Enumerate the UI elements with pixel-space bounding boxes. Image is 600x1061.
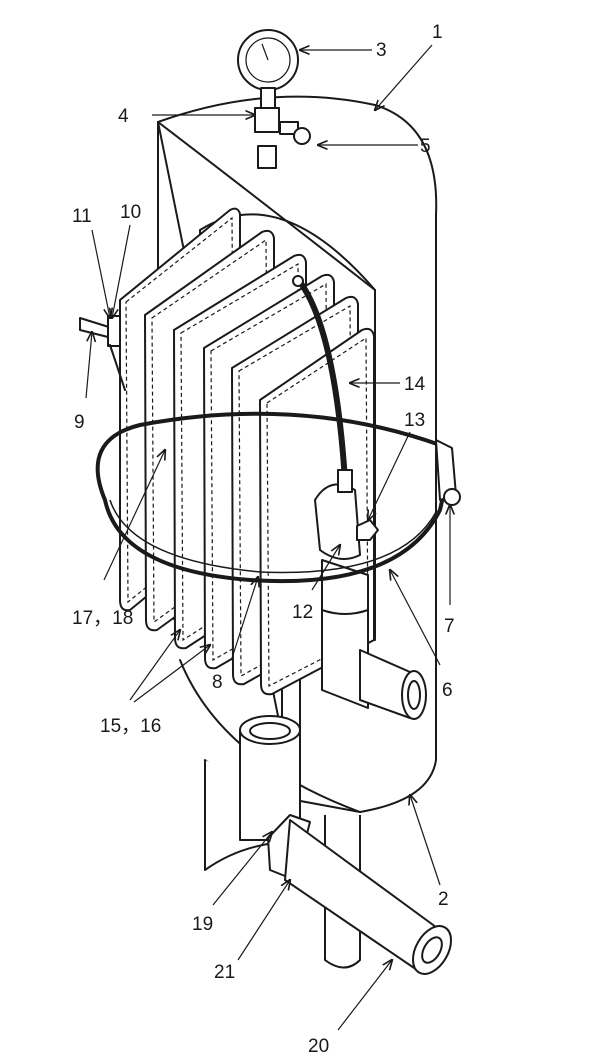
clamp-nut — [443, 488, 461, 506]
leader-17-18 — [103, 450, 165, 581]
outlet-bore — [407, 680, 421, 710]
label-7: 7 — [444, 616, 455, 637]
leader-lines — [85, 44, 450, 1031]
label-19: 19 — [192, 914, 213, 935]
left-fittings — [79, 315, 126, 391]
collector-riser — [321, 559, 369, 709]
leader-19 — [212, 832, 272, 906]
label-15-16: 15，16 — [100, 716, 161, 737]
hose-top-fitting — [292, 275, 304, 287]
leader-6 — [390, 570, 441, 666]
leader-1 — [375, 44, 433, 110]
collector-pipe — [314, 483, 427, 720]
leader-13 — [368, 431, 411, 520]
label-1: 1 — [432, 22, 443, 43]
gauge-base — [257, 145, 277, 169]
collector-elbow — [314, 483, 361, 560]
inlet-cup-bore — [249, 722, 291, 740]
label-3: 3 — [376, 40, 387, 61]
label-12: 12 — [292, 602, 313, 623]
collector-band — [321, 609, 369, 615]
gauge-stem — [260, 87, 276, 111]
label-21: 21 — [214, 962, 235, 983]
leader-2 — [410, 795, 441, 886]
valve-body — [107, 315, 121, 347]
label-14: 14 — [404, 374, 426, 395]
label-13: 13 — [404, 410, 425, 431]
leader-15a — [129, 630, 180, 701]
leader-12 — [311, 545, 340, 591]
leader-21 — [237, 880, 290, 961]
outlet-thread — [401, 670, 427, 720]
label-4: 4 — [118, 106, 129, 127]
fitting-pipe — [109, 344, 126, 391]
leader-11 — [91, 229, 110, 318]
gauge-dial — [245, 37, 291, 83]
inlet-assembly — [239, 715, 453, 975]
lid-cut-edge — [157, 121, 376, 291]
inlet-pipe-bore — [421, 936, 443, 964]
clamp-ring-inner — [109, 499, 437, 574]
label-10: 10 — [120, 202, 141, 223]
inlet-pipe-thread — [412, 925, 453, 975]
leader-8 — [231, 577, 258, 659]
leader-15b — [133, 645, 210, 703]
label-20: 20 — [308, 1036, 329, 1057]
leader-20 — [337, 960, 392, 1031]
label-5: 5 — [420, 136, 431, 157]
label-6: 6 — [442, 680, 453, 701]
label-11: 11 — [72, 206, 92, 227]
gauge-needle — [261, 43, 269, 61]
leader-9 — [85, 332, 92, 399]
hose-fitting — [337, 469, 353, 493]
part-labels: 1 2 3 4 5 6 7 8 9 10 11 12 13 14 15，16 1… — [72, 22, 455, 1057]
tee-fitting — [254, 107, 280, 133]
plate-2-seam — [151, 238, 269, 624]
label-2: 2 — [438, 889, 449, 910]
leader-10 — [112, 224, 131, 318]
label-8: 8 — [212, 672, 223, 693]
label-17-18: 17，18 — [72, 608, 133, 629]
valve-knob — [293, 127, 311, 145]
label-9: 9 — [74, 412, 85, 433]
clamp-bolt — [435, 439, 461, 506]
hose — [297, 279, 348, 483]
